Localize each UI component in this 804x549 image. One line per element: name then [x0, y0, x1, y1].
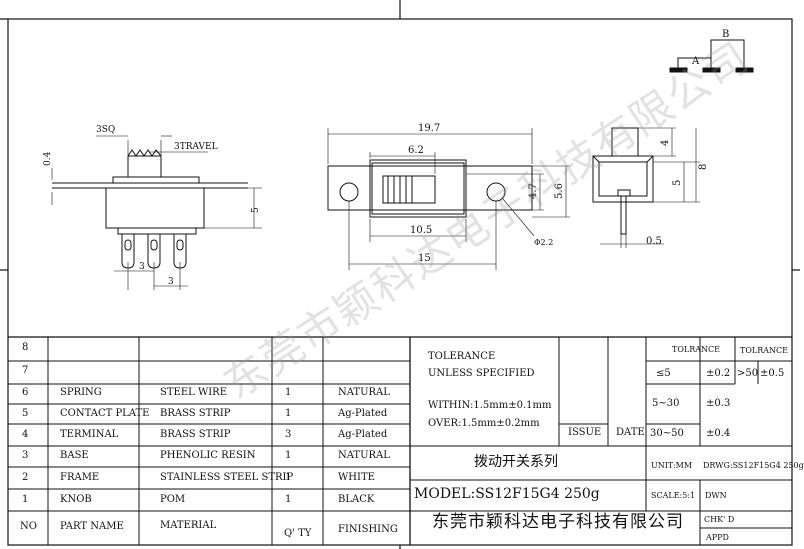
bom-header-material: MATERIAL — [160, 520, 217, 531]
bom-material: BRASS STRIP — [160, 408, 231, 419]
dim-0-5-end: 0.5 — [646, 236, 662, 247]
bom-no: 6 — [22, 387, 29, 398]
bom-no: 7 — [22, 365, 29, 376]
bom-finishing: BLACK — [338, 494, 375, 505]
bom-header-part: PART NAME — [60, 521, 124, 532]
tolrance-header-1: TOLRANCE — [672, 345, 720, 354]
bom-qty: 1 — [285, 450, 292, 461]
title-block-grid — [8, 336, 792, 545]
top-view — [327, 128, 570, 270]
drawing-number: DRWG:SS12F15G4 250g — [703, 461, 804, 470]
bom-no: 1 — [22, 494, 29, 505]
bom-qty: 1 — [285, 472, 292, 483]
dwn-label: DWN — [705, 491, 727, 500]
bom-material: STAINLESS STEEL STRIP — [160, 472, 294, 483]
model-label: MODEL:SS12F15G4 250g — [414, 486, 600, 502]
tol-value-2: ±0.3 — [706, 398, 731, 409]
tolrance-header-2: TOLRANCE — [740, 346, 788, 355]
bom-qty: 3 — [285, 429, 292, 440]
tol-range-4: >50 — [737, 368, 759, 379]
bom-finishing: NATURAL — [338, 387, 390, 398]
tolerance-within: WITHIN:1.5mm±0.1mm — [428, 400, 552, 411]
bom-header-no: NO — [20, 521, 37, 532]
side-view — [51, 135, 262, 290]
unit-label: UNIT:MM — [651, 461, 693, 470]
bom-material: POM — [160, 494, 186, 505]
bom-no: 3 — [22, 450, 29, 461]
company-name: 东莞市颖科达电子科技有限公司 — [432, 512, 684, 532]
bom-no: 2 — [22, 472, 29, 483]
dim-4-7: 4.7 — [528, 183, 539, 199]
tolerance-subtitle: UNLESS SPECIFIED — [428, 368, 535, 379]
checked-label: CHK' D — [704, 515, 735, 524]
issue-label: ISSUE — [568, 427, 602, 438]
dim-5-side: 5 — [251, 207, 261, 213]
bom-part-name: TERMINAL — [60, 429, 119, 440]
dim-hole: Φ2.2 — [534, 238, 553, 247]
bom-no: 8 — [22, 342, 29, 353]
dim-3travel: 3TRAVEL — [174, 142, 218, 152]
tolerance-over: OVER:1.5mm±0.2mm — [428, 418, 540, 429]
dim-10-5: 10.5 — [410, 225, 432, 236]
tolerance-title: TOLERANCE — [428, 351, 496, 362]
drawing-title-cn: 拨动开关系列 — [474, 454, 558, 470]
bom-material: PHENOLIC RESIN — [160, 450, 256, 461]
bom-no: 4 — [22, 429, 29, 440]
dim-5-6: 5.6 — [554, 183, 565, 199]
bom-part-name: FRAME — [60, 472, 100, 483]
dim-15: 15 — [418, 253, 431, 264]
bom-header-qty: Q' TY — [284, 528, 312, 539]
bom-no: 5 — [22, 408, 29, 419]
bom-qty: 1 — [285, 494, 292, 505]
bom-material: STEEL WIRE — [160, 387, 227, 398]
tol-range-2: 5~30 — [652, 398, 680, 409]
date-label: DATE — [616, 427, 645, 438]
bom-qty: 1 — [285, 387, 292, 398]
tol-value-3: ±0.4 — [706, 428, 731, 439]
approved-label: APPD — [706, 533, 729, 542]
tol-range-1: ≤5 — [656, 368, 671, 379]
bom-finishing: WHITE — [338, 472, 375, 483]
bom-finishing: NATURAL — [338, 450, 390, 461]
dim-3-pitch-b: 3 — [168, 277, 174, 287]
dim-3sq: 3SQ — [96, 125, 115, 135]
bom-part-name: KNOB — [60, 494, 92, 505]
pin-diagram — [669, 39, 754, 73]
bom-part-name: BASE — [60, 450, 89, 461]
bom-finishing: Ag-Plated — [338, 408, 388, 419]
tol-value-4: ±0.5 — [760, 368, 785, 379]
pin-label-a: A — [691, 56, 700, 67]
bom-finishing: Ag-Plated — [338, 429, 388, 440]
dim-3-pitch-a: 3 — [139, 262, 145, 272]
scale-label: SCALE:5:1 — [651, 491, 696, 500]
bom-material: BRASS STRIP — [160, 429, 231, 440]
tol-value-1: ±0.2 — [706, 368, 731, 379]
dim-5-end: 5 — [672, 180, 683, 186]
bom-part-name: CONTACT PLATE — [60, 408, 150, 419]
bom-part-name: SPRING — [60, 387, 102, 398]
bom-header-finishing: FINISHING — [338, 524, 398, 535]
dim-0-4: 0.4 — [43, 151, 53, 166]
end-view — [592, 127, 700, 248]
dim-19-7: 19.7 — [418, 123, 440, 134]
dim-6-2: 6.2 — [408, 145, 424, 156]
dim-8-end: 8 — [698, 164, 709, 170]
tol-range-3: 30~50 — [650, 428, 684, 439]
pin-label-b: B — [722, 29, 729, 40]
bom-qty: 1 — [285, 408, 292, 419]
dim-4-end: 4 — [660, 140, 671, 146]
